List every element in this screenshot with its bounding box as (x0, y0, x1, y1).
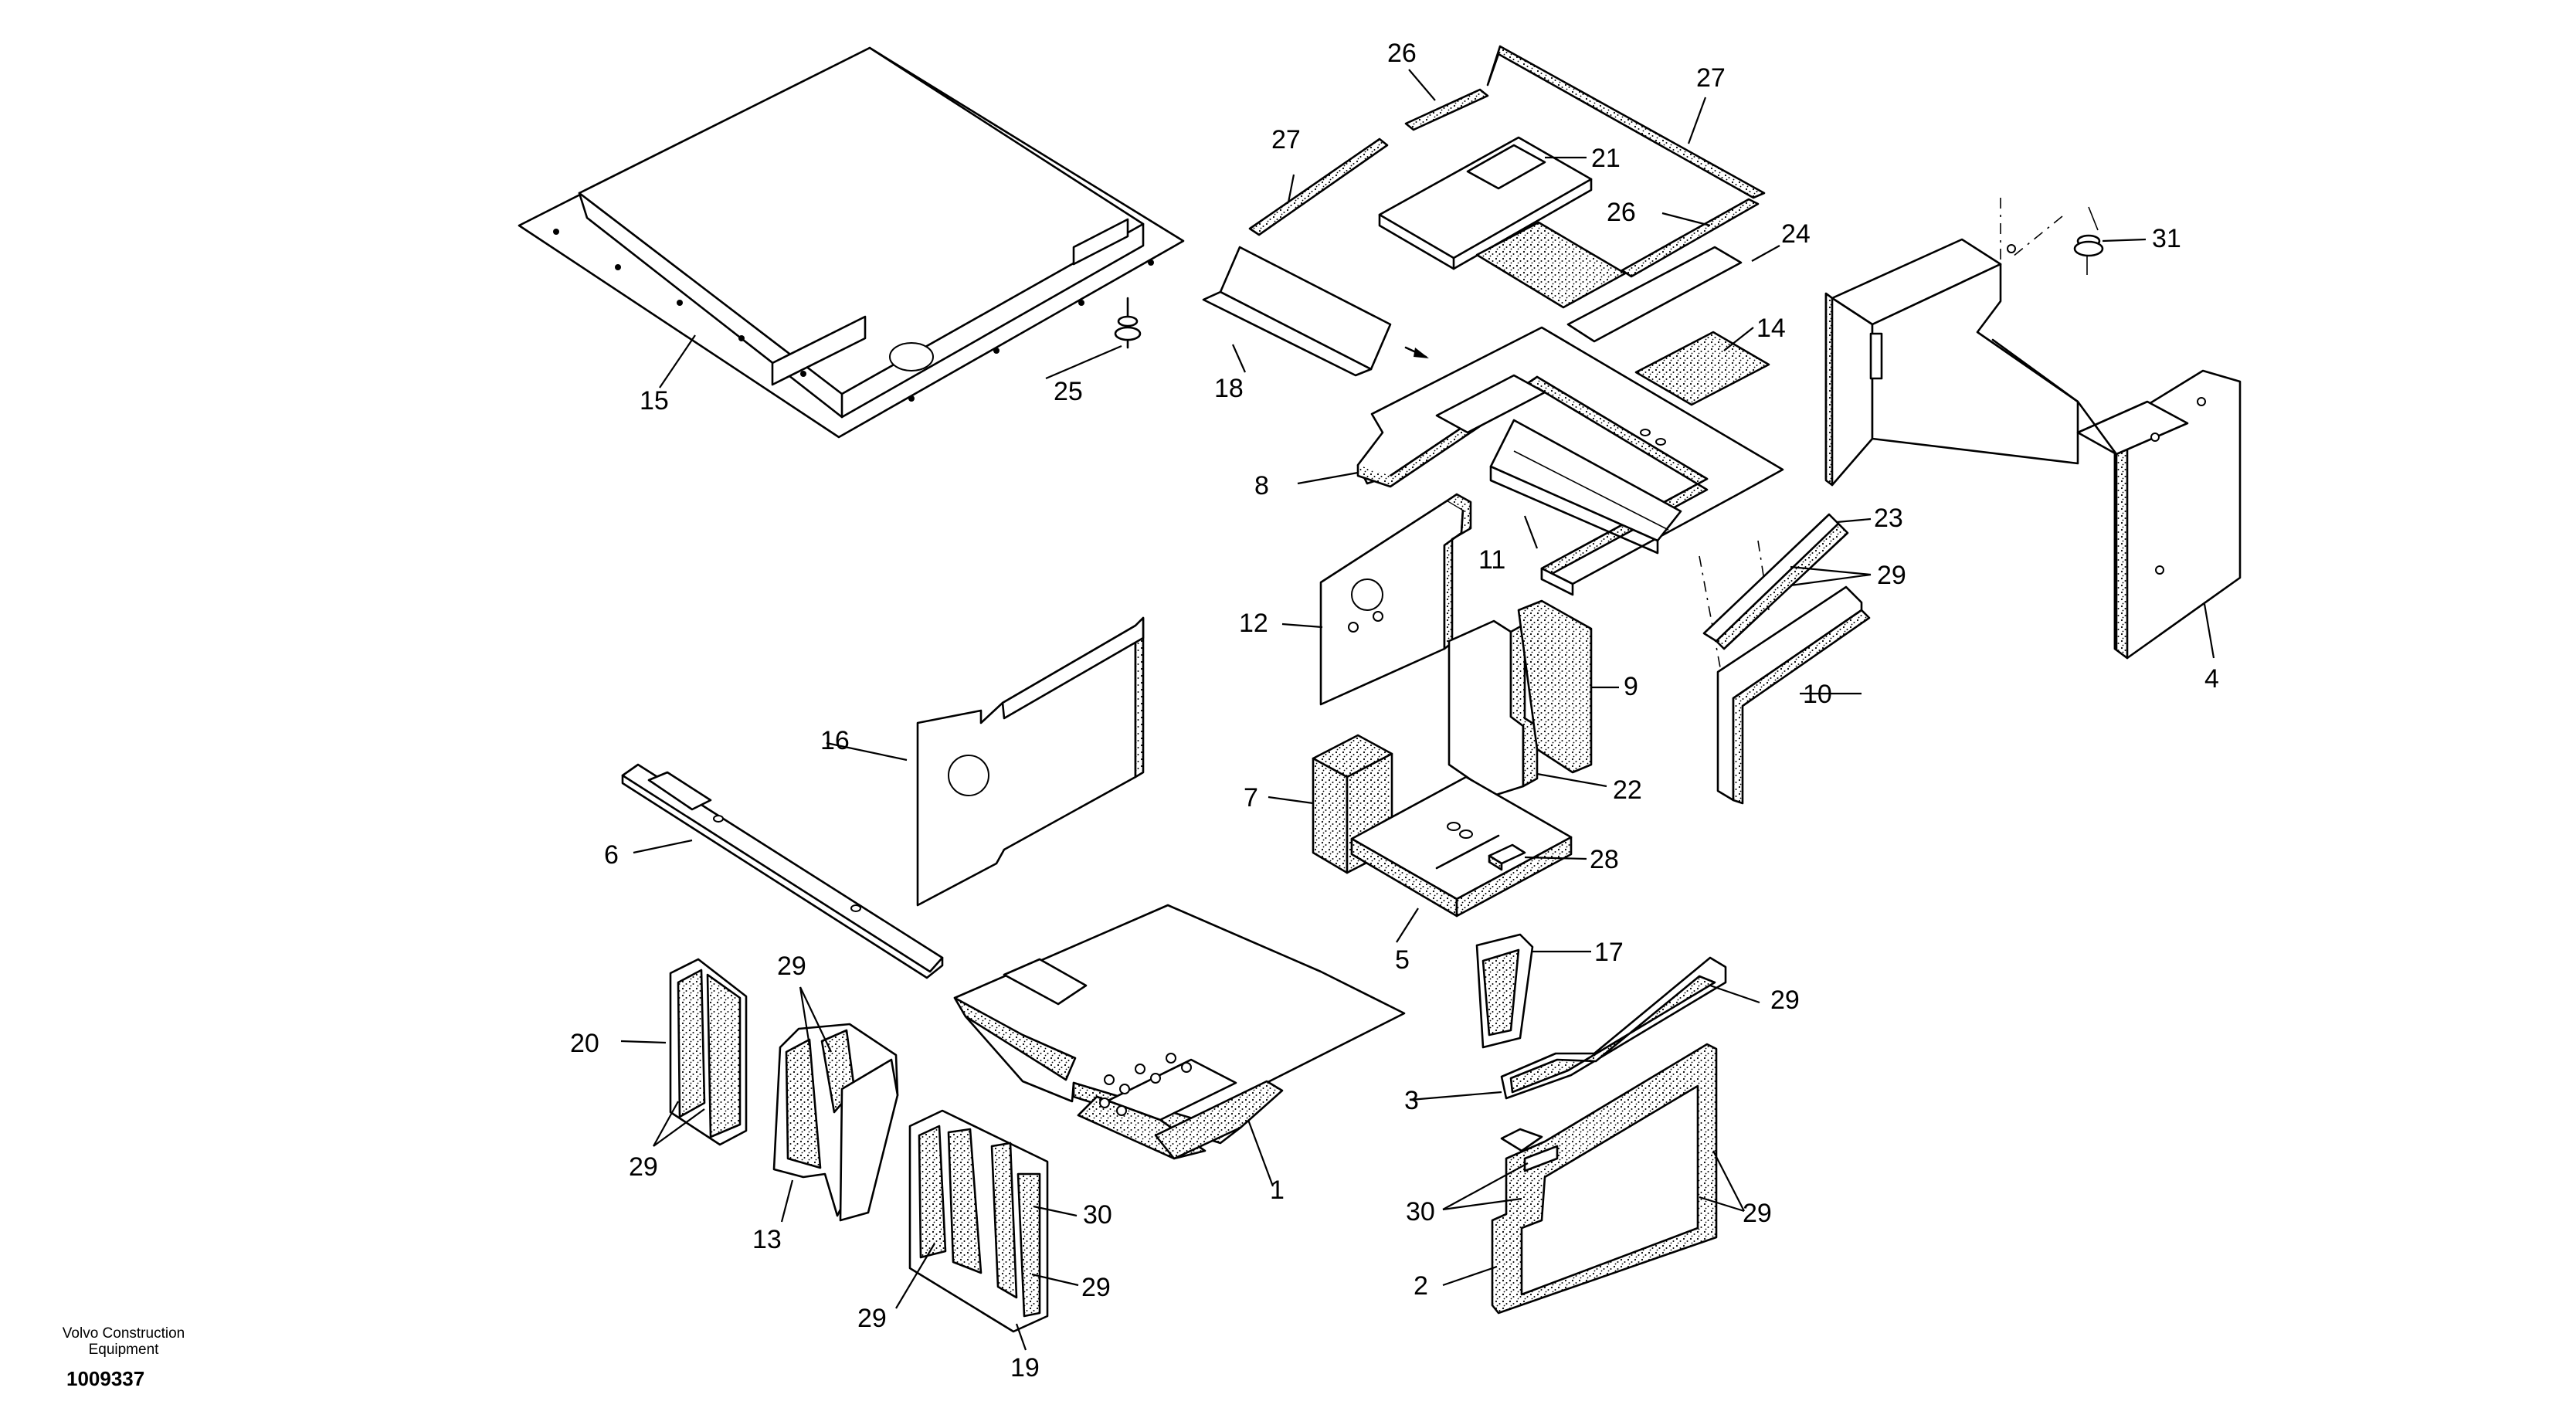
callout-15: 15 (640, 386, 669, 416)
callout-numbers: 26 27 27 21 26 24 14 31 15 25 18 8 11 23… (570, 39, 2219, 1383)
callout-1: 1 (1270, 1176, 1285, 1205)
callout-24: 24 (1781, 219, 1811, 249)
part-6-long-strip (621, 763, 944, 979)
callout-27: 27 (1696, 63, 1726, 93)
part-2-foam-frame (1491, 1043, 1718, 1315)
callout-30: 30 (1083, 1200, 1112, 1230)
callout-29: 29 (1770, 986, 1800, 1015)
callout-29: 29 (1877, 561, 1906, 590)
callout-26: 26 (1387, 39, 1417, 68)
part-15-roof-panel (518, 46, 1185, 439)
callout-8: 8 (1254, 471, 1269, 500)
callout-7: 7 (1244, 783, 1258, 813)
callout-27: 27 (1271, 125, 1301, 154)
part-19-panel (908, 1109, 1049, 1333)
callout-14: 14 (1756, 314, 1786, 343)
manufacturer-label: Volvo Construction Equipment (31, 1325, 216, 1358)
part-26-27-seal-strips (1248, 45, 1766, 278)
callout-28: 28 (1590, 845, 1619, 874)
part-8-floor-plate (1356, 326, 1784, 596)
part-21-slotted-plate (1378, 136, 1593, 270)
callout-2: 2 (1414, 1271, 1428, 1301)
part-16-rear-panel (916, 616, 1145, 907)
callout-16: 16 (820, 726, 850, 755)
part-3-foam-frame (1500, 956, 1727, 1100)
part-18-angle-strip (1202, 246, 1429, 377)
callout-29: 29 (1743, 1199, 1772, 1228)
callout-29: 29 (857, 1304, 887, 1333)
callout-23: 23 (1874, 504, 1903, 533)
callout-18: 18 (1214, 374, 1244, 403)
callout-20: 20 (570, 1029, 599, 1058)
part-12-side-panel (1319, 493, 1472, 706)
callout-13: 13 (752, 1225, 782, 1254)
callout-31: 31 (2152, 224, 2181, 253)
callout-17: 17 (1594, 938, 1624, 967)
part-9-22-foam-blocks (1448, 599, 1593, 797)
callout-30: 30 (1406, 1197, 1435, 1226)
callout-10: 10 (1803, 680, 1832, 709)
callout-3: 3 (1404, 1086, 1419, 1115)
manufacturer-line-2: Equipment (88, 1342, 159, 1358)
part-13-panel (772, 1023, 899, 1222)
leader-lines (620, 69, 2215, 1351)
callout-22: 22 (1613, 775, 1642, 805)
part-1-hole-rows (1099, 1053, 1192, 1116)
part-11-channel (1489, 419, 1682, 555)
drawing-number: 1009337 (66, 1367, 145, 1390)
callout-11: 11 (1478, 545, 1505, 575)
callout-29: 29 (777, 952, 806, 981)
callout-19: 19 (1010, 1353, 1040, 1383)
callout-6: 6 (604, 840, 619, 870)
callout-5: 5 (1395, 945, 1410, 975)
part-4-bracket-frame (1824, 198, 2242, 660)
manufacturer-line-1: Volvo Construction (62, 1325, 185, 1342)
part-31-grommet (2073, 206, 2104, 275)
callout-4: 4 (2204, 664, 2219, 694)
part-17-wedge (1475, 933, 1534, 1049)
part-7-foam-block (1312, 734, 1393, 874)
part-20-panel (669, 958, 748, 1146)
part-25-grommet (1114, 297, 1142, 349)
callout-12: 12 (1239, 609, 1268, 638)
callout-21: 21 (1591, 144, 1621, 173)
part-10-23-foam-plates (1699, 513, 1871, 805)
part-14-24-foam-pads (1475, 221, 1770, 406)
callout-29: 29 (629, 1152, 658, 1182)
part-1-floor-foam (953, 904, 1406, 1160)
callout-25: 25 (1054, 377, 1083, 406)
callout-9: 9 (1624, 672, 1638, 701)
callout-26: 26 (1607, 198, 1636, 227)
callout-29: 29 (1081, 1273, 1111, 1302)
